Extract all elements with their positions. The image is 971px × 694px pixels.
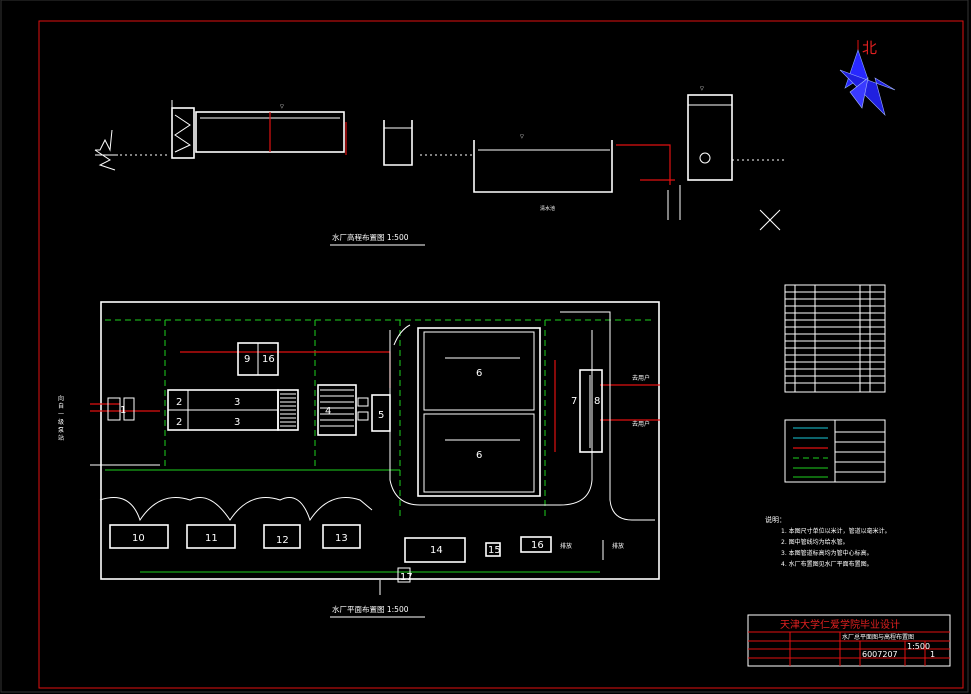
unit-number-labels: 1 2 2 3 3 4 5 6 6 7 8 9 10 11 12 13 14 1… <box>120 354 600 583</box>
unit-number: 12 <box>276 535 289 546</box>
structures-table <box>784 284 886 393</box>
notes-block: 说明： 1. 本图尺寸单位以米计，管道以毫米计。 2. 图中管线均为给水管。 3… <box>765 515 955 570</box>
unit-number: 14 <box>430 545 443 556</box>
unit-number: 2 <box>176 397 182 408</box>
scale-value: 1:500 <box>907 642 930 651</box>
unit-number: 1 <box>120 405 126 416</box>
unit-number: 9 <box>244 354 250 365</box>
unit-number: 6 <box>476 368 482 379</box>
unit-number: 2 <box>176 417 182 428</box>
drain-label: 排放 <box>560 542 572 550</box>
inlet-source-label: 向 自 一 级 泵 站 <box>57 394 64 442</box>
unit-number: 15 <box>488 545 501 556</box>
drawing-frame <box>38 20 964 689</box>
elevation-profile: ▽ ▽ 清水池 ▽ 水厂高程布置图 1:500 <box>94 86 785 246</box>
unit-number: 16 <box>262 354 275 365</box>
svg-text:▽: ▽ <box>280 104 284 110</box>
svg-text:清水池: 清水池 <box>540 205 555 212</box>
north-compass-icon: 北 <box>839 39 896 117</box>
profile-title: 水厂高程布置图 1:500 <box>332 232 409 242</box>
drawing-name: 水厂总平面图与高程布置图 <box>842 633 914 641</box>
notes-line: 2. 图中管线均为给水管。 <box>781 539 849 546</box>
title-block: 天津大学仁爱学院毕业设计 水厂总平面图与高程布置图 1:500 6007207 … <box>747 614 951 667</box>
svg-text:▽: ▽ <box>520 134 524 140</box>
plan-title: 水厂平面布置图 1:500 <box>332 604 409 614</box>
outlet-label: 去用户 <box>632 374 650 382</box>
unit-number: 10 <box>132 533 145 544</box>
unit-number: 17 <box>400 572 413 583</box>
unit-number: 3 <box>234 417 240 428</box>
unit-number: 11 <box>205 533 218 544</box>
notes-line: 3. 本图管道标高均为管中心标高。 <box>781 550 873 557</box>
unit-number: 8 <box>594 396 600 407</box>
drain-label: 排放 <box>612 542 624 550</box>
sheet-number: 1 <box>930 650 935 659</box>
unit-number: 3 <box>234 397 240 408</box>
notes-line: 1. 本图尺寸单位以米计，管道以毫米计。 <box>781 528 891 535</box>
drawing-number: 6007207 <box>862 650 898 659</box>
outlet-label: 去用户 <box>632 420 650 428</box>
unit-number: 4 <box>325 406 331 417</box>
inlet-label: 向 自 一 级 泵 站 <box>57 394 64 442</box>
unit-number: 6 <box>476 450 482 461</box>
unit-number: 13 <box>335 533 348 544</box>
site-plan <box>90 301 660 595</box>
unit-number: 5 <box>378 410 384 421</box>
pipe-legend <box>784 419 886 483</box>
unit-number: 16 <box>531 540 544 551</box>
notes-line: 4. 水厂布置图见水厂平面布置图。 <box>781 561 873 568</box>
unit-number: 7 <box>571 396 577 407</box>
school-title: 天津大学仁爱学院毕业设计 <box>780 618 900 631</box>
notes-heading: 说明： <box>765 516 786 524</box>
north-label: 北 <box>862 39 877 57</box>
svg-text:▽: ▽ <box>700 86 704 92</box>
